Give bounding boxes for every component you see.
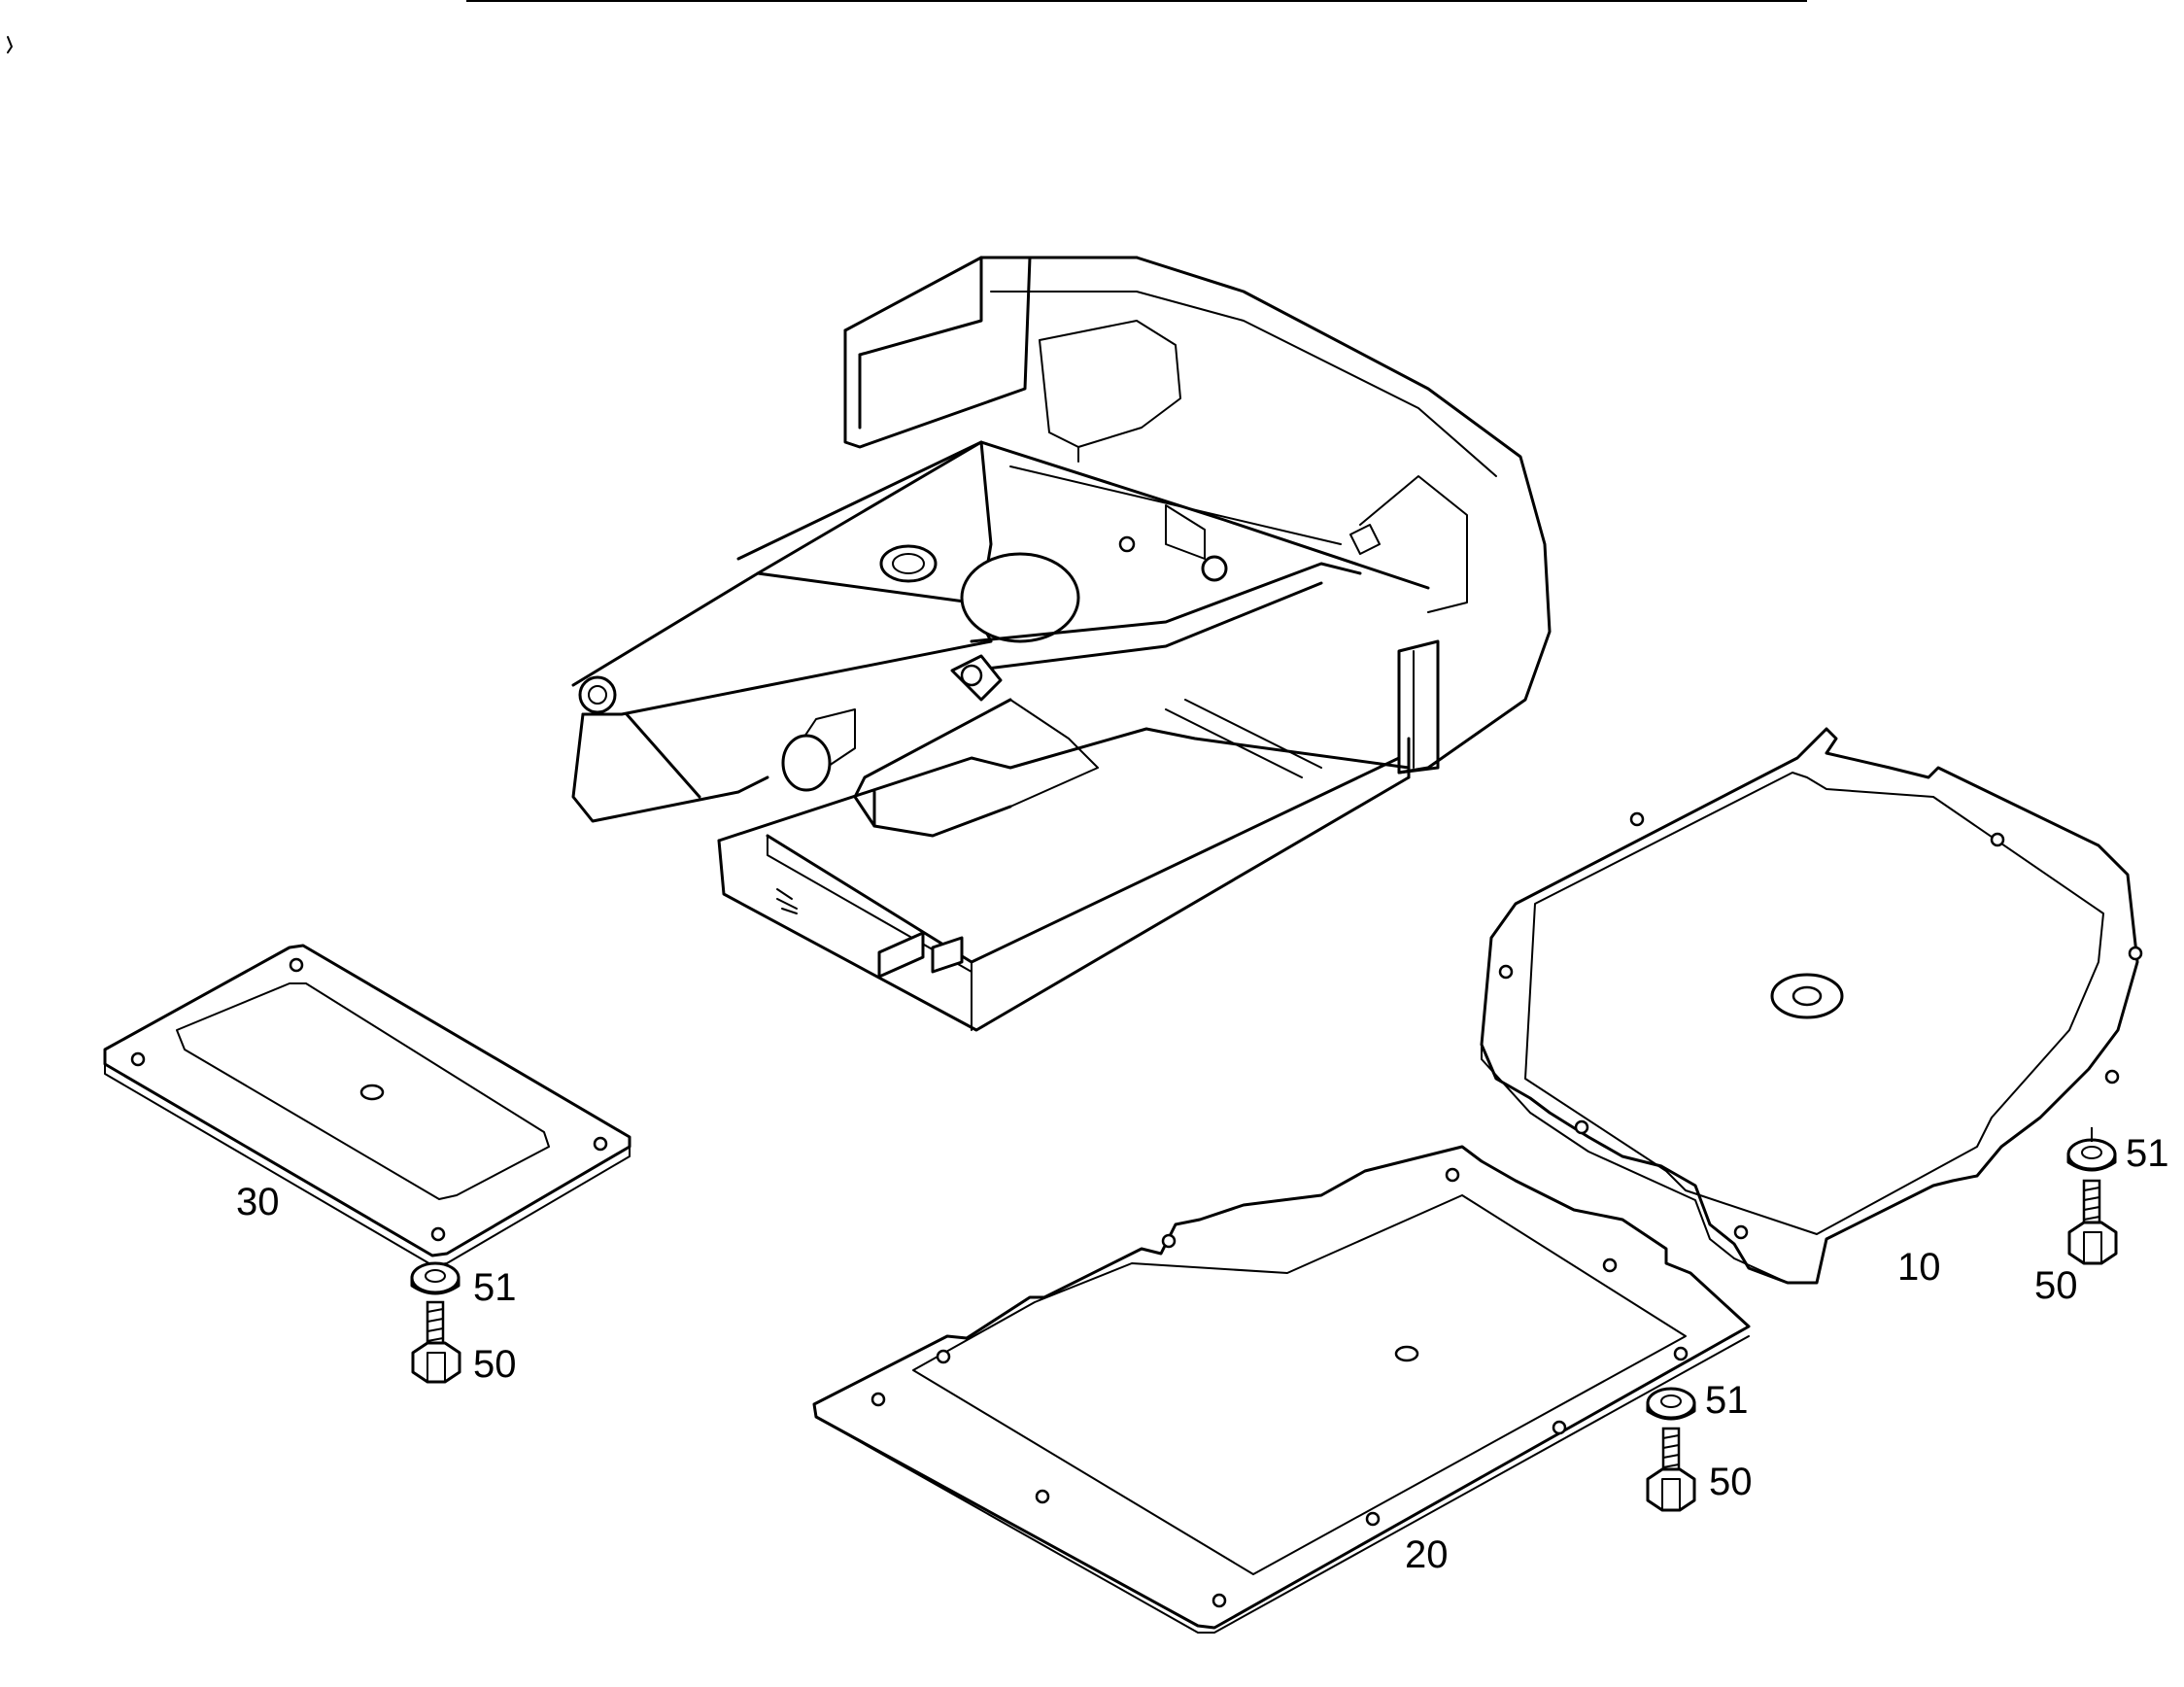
callout-bolt-50-center: 50 — [1709, 1461, 1753, 1503]
corner-mark — [7, 36, 13, 53]
callout-part-30: 30 — [236, 1181, 280, 1223]
callout-part-20: 20 — [1405, 1533, 1449, 1576]
hex-bolt-icon — [411, 1300, 461, 1384]
upper-frame-icon — [571, 256, 1552, 1032]
washer-icon — [1646, 1387, 1696, 1421]
callout-washer-51-center: 51 — [1705, 1379, 1749, 1422]
hex-bolt-icon — [1646, 1427, 1696, 1512]
callout-bolt-50-right: 50 — [2034, 1264, 2078, 1307]
washer-icon — [2066, 1127, 2117, 1172]
bottom-plate-20-icon — [812, 1145, 1751, 1634]
hex-bolt-icon — [2067, 1179, 2118, 1265]
callout-bolt-50-left: 50 — [473, 1343, 517, 1386]
callout-part-10: 10 — [1897, 1246, 1941, 1289]
bottom-plate-10-icon — [1480, 727, 2143, 1285]
washer-icon — [410, 1261, 461, 1295]
callout-washer-51-left: 51 — [473, 1266, 517, 1309]
bottom-plate-30-icon — [103, 944, 631, 1266]
callout-washer-51-right: 51 — [2126, 1132, 2169, 1175]
